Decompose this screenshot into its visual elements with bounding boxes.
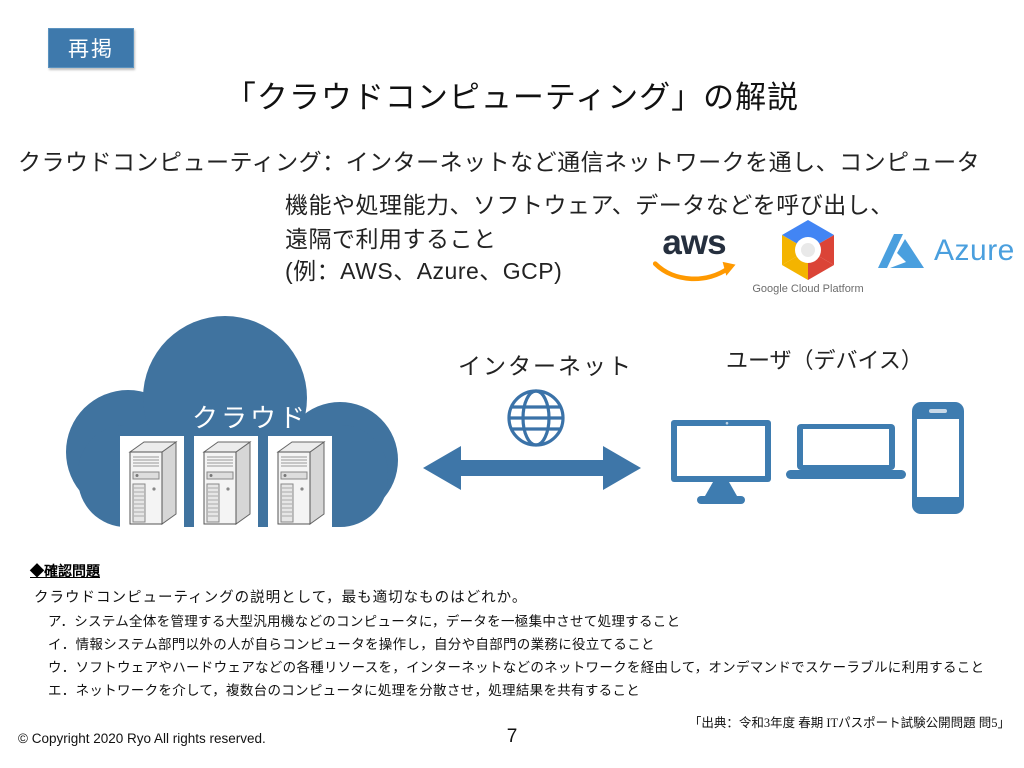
azure-triangle-icon	[878, 234, 924, 268]
laptop-icon	[786, 424, 906, 479]
source-citation: 「出典：令和3年度 春期 ITパスポート試験公開問題 問5」	[688, 716, 1010, 730]
question-heading: ◆確認問題	[30, 563, 100, 579]
server-icon	[268, 436, 332, 528]
question-option: エ．ネットワークを介して，複数台のコンピュータに処理を分散させ，処理結果を共有す…	[48, 683, 641, 698]
aws-logo: aws	[652, 223, 736, 289]
question-option: イ．情報システム部門以外の人が自らコンピュータを操作し，自分や自部門の業務に役立…	[48, 637, 655, 652]
aws-logo-text: aws	[662, 223, 726, 262]
copyright-text: © Copyright 2020 Ryo All rights reserved…	[18, 731, 266, 746]
gcp-hexagon-icon	[782, 220, 834, 280]
phone-icon	[912, 402, 964, 514]
server-icon	[120, 436, 184, 528]
question-prompt: クラウドコンピューティングの説明として，最も適切なものはどれか。	[34, 590, 528, 606]
monitor-icon	[671, 420, 771, 504]
reposted-badge: 再掲	[48, 28, 134, 68]
cloud-label: クラウド	[192, 403, 309, 433]
description-line-2: 機能や処理能力、ソフトウェア、データなどを呼び出し、	[285, 192, 894, 218]
description-line-3: 遠隔で利用すること	[285, 226, 497, 252]
globe-icon	[507, 389, 565, 447]
page-number: 7	[506, 726, 518, 747]
server-icon	[194, 436, 258, 528]
gcp-logo: Google Cloud Platform	[748, 220, 868, 295]
question-option: ウ．ソフトウェアやハードウェアなどの各種リソースを，インターネットなどのネットワ…	[48, 660, 985, 675]
azure-logo: Azure	[878, 232, 1015, 270]
aws-smile-icon	[652, 261, 736, 282]
internet-label: インターネット	[458, 353, 633, 379]
description-line-4: (例：AWS、Azure、GCP)	[285, 258, 563, 284]
question-options: ア．システム全体を管理する大型汎用機などのコンピュータに，データを一極集中させて…	[48, 610, 984, 702]
server-group	[120, 436, 332, 528]
question-option: ア．システム全体を管理する大型汎用機などのコンピュータに，データを一極集中させて…	[48, 614, 681, 629]
gcp-logo-text: Google Cloud Platform	[752, 283, 864, 295]
double-arrow-icon	[423, 446, 641, 490]
description-line-1: クラウドコンピューティング：インターネットなど通信ネットワークを通し、コンピュー…	[18, 149, 981, 175]
page-title: 「クラウドコンピューティング」の解説	[224, 80, 800, 115]
azure-logo-text: Azure	[934, 234, 1015, 267]
user-devices-label: ユーザ（デバイス）	[726, 348, 923, 373]
